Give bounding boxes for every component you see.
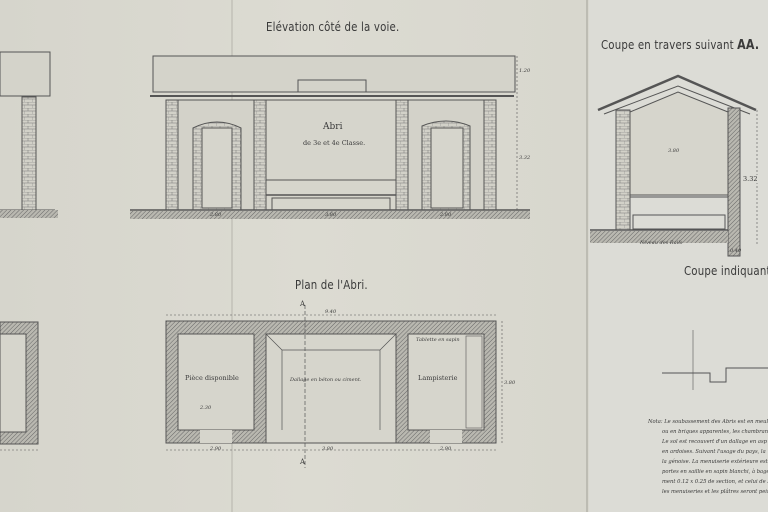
note-line: ou en briques apparentes, les chambranle… (662, 429, 768, 435)
section-mark: AA. (737, 38, 760, 53)
note-line: portes en saillie en sapin blanchi, à ba… (662, 469, 768, 475)
dim: 3.80 (325, 212, 337, 218)
note-line: Nota: Le soubassement des Abris est en m… (648, 419, 768, 425)
dim: 2.90 (210, 446, 222, 452)
note-line: Le sol est recouvert d'un dallage en asp (662, 439, 767, 445)
note-line: les menuiseries et les plâtres seront pe… (662, 489, 768, 495)
room-label-right: Lampisterie (418, 374, 458, 382)
room-label-left: Pièce disponible (185, 374, 239, 382)
section-marker-top: A (300, 300, 306, 308)
section-marker-bottom: A (300, 458, 306, 466)
note-line: en ardoises. Suivant l'usage du pays, la (662, 449, 766, 455)
ground-level-label: Niveau des Rails (640, 240, 683, 246)
plan-title: Plan de l'Abri. (295, 278, 368, 292)
section-title-prefix: Coupe en travers suivant (601, 38, 734, 52)
section-title: Coupe en travers suivant AA. (601, 38, 759, 53)
dim: 9.40 (325, 309, 337, 315)
note-text: Nota: Le soubassement des Abris est en m… (648, 417, 768, 497)
elevation-title: Elévation côté de la voie. (266, 20, 400, 34)
section2-title: Coupe indiquant (684, 264, 768, 278)
dim: 3.80 (322, 446, 334, 452)
dim: 3.80 (504, 380, 516, 386)
shelf-label: Tablette en sapin (416, 337, 460, 343)
room-label-center: Dallage en béton ou ciment. (290, 377, 362, 383)
elevation-sublabel: de 3e et 4e Classe. (303, 139, 366, 147)
section-drawing (590, 74, 768, 390)
dim: 2.30 (200, 405, 212, 411)
elevation-drawing (0, 51, 530, 219)
dim: 2.80 (440, 212, 452, 218)
dim: 3.80 (668, 148, 680, 154)
dim: 1.20 (519, 68, 531, 74)
plan-drawing (0, 305, 503, 468)
section-height-dim: 3.32 (742, 175, 759, 183)
dim: 3.32 (519, 155, 531, 161)
note-line: ment 0.12 x 0.25 de section, et celui de… (662, 479, 768, 485)
dim: 2.90 (440, 446, 452, 452)
note-line: la génoise. La menuiserie extérieure est (662, 459, 768, 465)
dim: 2.80 (210, 212, 222, 218)
dim: 0.40 (730, 248, 742, 254)
elevation-label: Abri (323, 122, 343, 132)
